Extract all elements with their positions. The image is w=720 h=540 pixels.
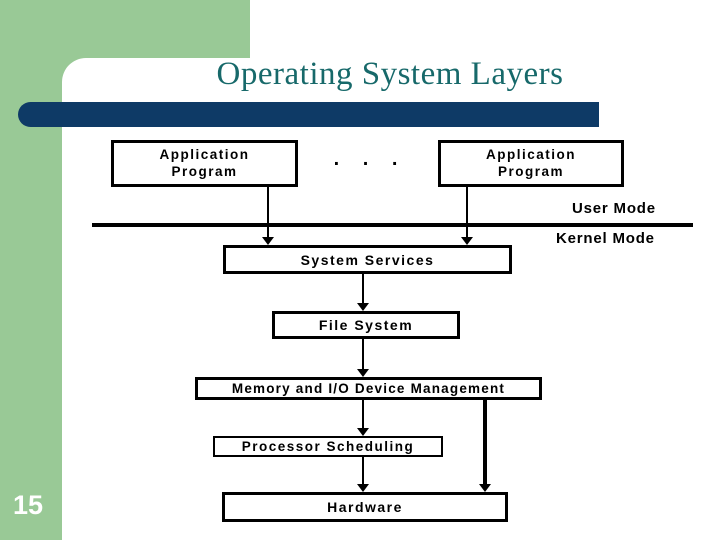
box-processor-scheduling: Processor Scheduling [213,436,443,457]
connector-memory-io-to-processor-scheduling [362,400,364,428]
box-hardware: Hardware [222,492,508,522]
arrowhead-app-left-to-system-services [262,237,274,245]
connector-system-services-to-file-system [362,274,364,303]
box-application-program-right: Application Program [438,140,624,187]
kernel-mode-label: Kernel Mode [556,230,655,247]
arrowhead-system-services-to-file-system [357,303,369,311]
user-mode-label: User Mode [572,200,656,217]
connector-memory-io-to-hardware [483,400,487,484]
page-number: 15 [13,490,44,520]
title-underline-bar [18,102,599,127]
connector-processor-scheduling-to-hardware [362,457,364,484]
box-memory-io-device-management: Memory and I/O Device Management [195,377,542,400]
connector-file-system-to-memory-io [362,339,364,369]
connector-app-right-to-system-services [466,187,468,237]
box-application-program-left: Application Program [111,140,298,187]
arrowhead-app-right-to-system-services [461,237,473,245]
arrowhead-memory-io-to-processor-scheduling [357,428,369,436]
arrowhead-file-system-to-memory-io [357,369,369,377]
ellipsis-dots: . . . [333,148,407,170]
box-file-system: File System [272,311,460,339]
content-card [62,58,720,540]
arrowhead-memory-io-to-hardware [479,484,491,492]
mode-divider-line [92,223,693,227]
slide-title: Operating System Layers [216,56,564,92]
box-system-services: System Services [223,245,512,274]
connector-app-left-to-system-services [267,187,269,237]
arrowhead-processor-scheduling-to-hardware [357,484,369,492]
